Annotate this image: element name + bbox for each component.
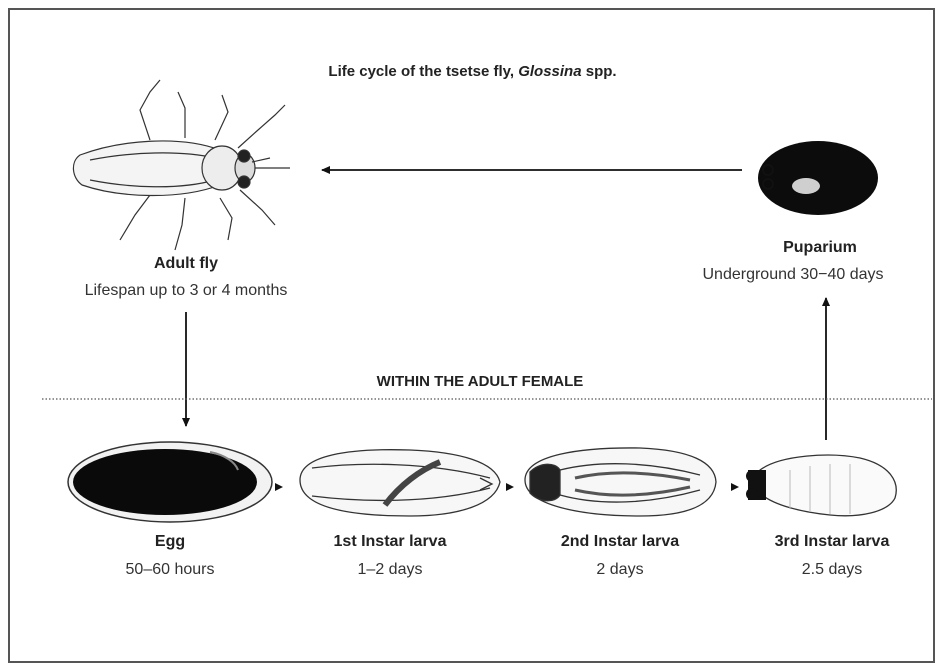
instar1-desc: 1–2 days	[290, 561, 490, 579]
egg-illustration	[68, 442, 272, 522]
egg-label: Egg	[70, 533, 270, 551]
instar2-illustration	[525, 448, 716, 516]
puparium-illustration	[758, 141, 878, 215]
figure-title: Life cycle of the tsetse fly, Glossina s…	[0, 63, 945, 80]
instar1-label: 1st Instar larva	[290, 533, 490, 551]
title-genus: Glossina	[518, 63, 581, 80]
title-text: Life cycle of the tsetse fly,	[328, 63, 518, 80]
title-suffix: spp.	[582, 63, 617, 80]
zone-label: WITHIN THE ADULT FEMALE	[300, 373, 660, 390]
instar3-desc: 2.5 days	[732, 561, 932, 579]
instar1-illustration	[300, 450, 500, 516]
instar3-illustration	[746, 455, 896, 516]
small-arrow-1	[275, 483, 283, 491]
adult-fly-desc: Lifespan up to 3 or 4 months	[36, 282, 336, 300]
instar2-label: 2nd Instar larva	[520, 533, 720, 551]
instar3-label: 3rd Instar larva	[732, 533, 932, 551]
puparium-desc: Underground 30−40 days	[660, 266, 926, 284]
puparium-label: Puparium	[720, 239, 920, 257]
instar2-desc: 2 days	[520, 561, 720, 579]
adult-fly-illustration	[73, 80, 290, 250]
egg-desc: 50–60 hours	[70, 561, 270, 579]
small-arrow-3	[731, 483, 739, 491]
adult-fly-label: Adult fly	[86, 255, 286, 273]
small-arrow-2	[506, 483, 514, 491]
